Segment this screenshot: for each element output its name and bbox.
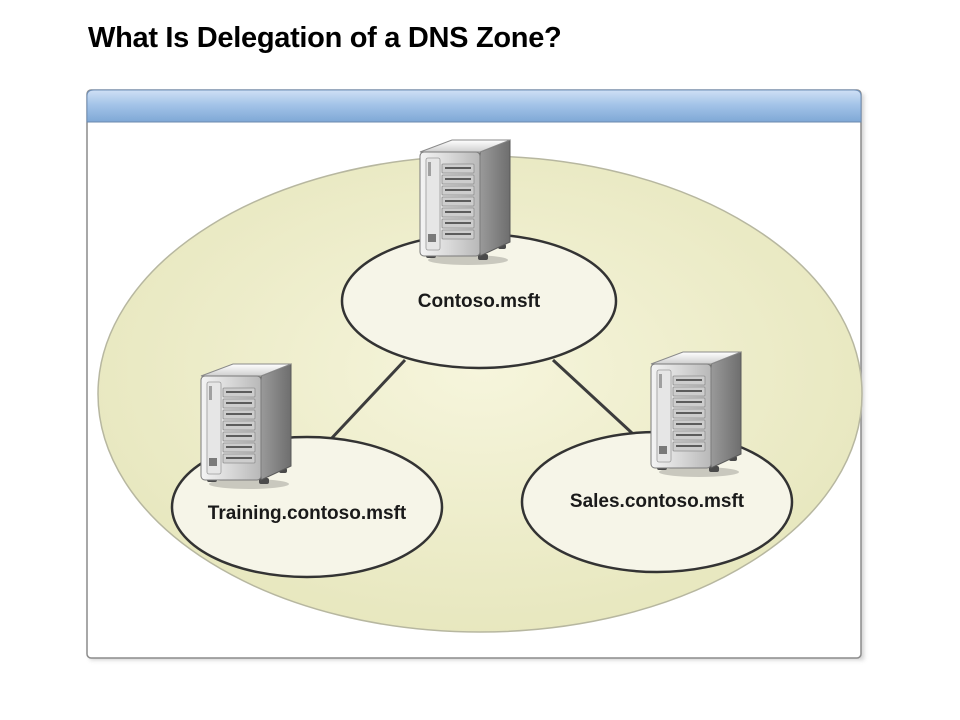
server-icon xyxy=(650,351,742,478)
delegation-link-sales xyxy=(551,358,634,435)
zone-label-contoso: Contoso.msft xyxy=(418,291,541,312)
server-icon xyxy=(419,139,511,266)
server-icon xyxy=(200,363,292,490)
slide-title: What Is Delegation of a DNS Zone? xyxy=(88,22,562,54)
delegation-link-training xyxy=(328,358,407,442)
zone-label-sales: Sales.contoso.msft xyxy=(570,491,745,512)
zone-label-training: Training.contoso.msft xyxy=(208,503,407,524)
panel-header-bar xyxy=(86,89,862,123)
